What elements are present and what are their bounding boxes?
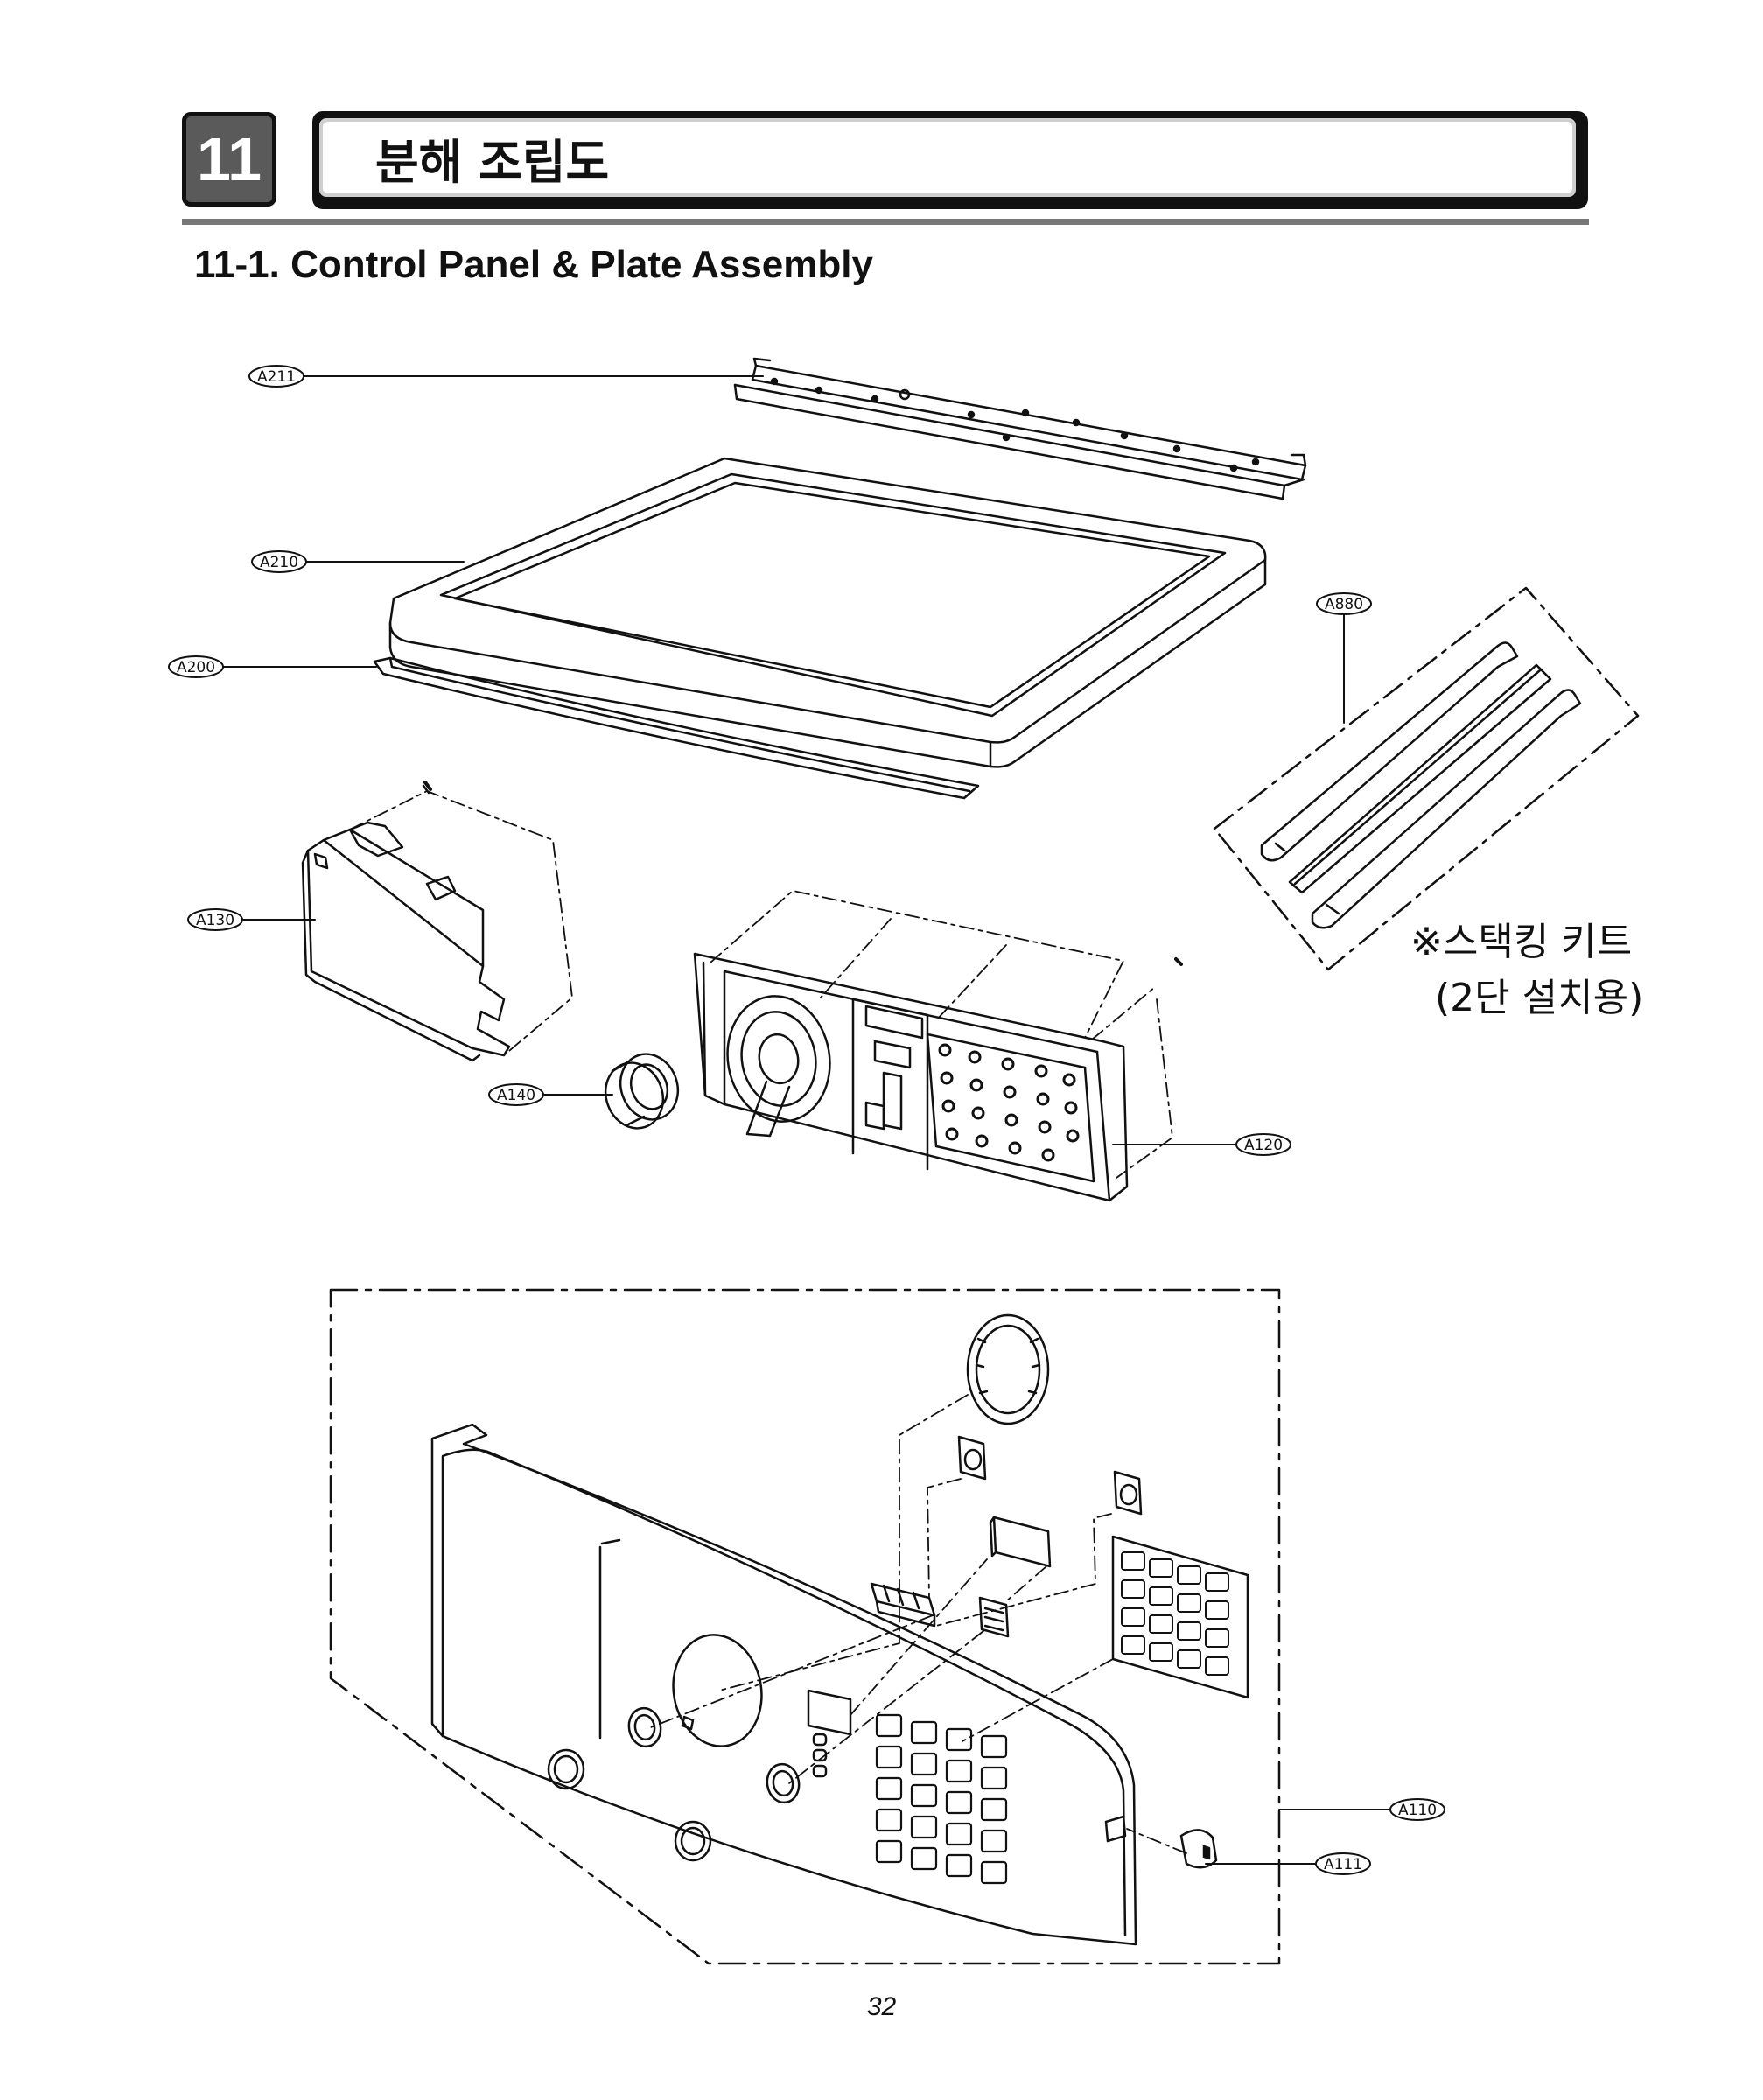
callout-a200: A200	[168, 655, 224, 678]
svg-text:A140: A140	[497, 1087, 535, 1104]
callout-a880: A880	[1316, 592, 1372, 615]
display-window-part	[989, 1516, 1052, 1568]
stacking-kit-part	[1213, 586, 1640, 971]
top-cover-frame-part	[388, 457, 1267, 768]
svg-text:A120: A120	[1244, 1137, 1283, 1154]
svg-text:A210: A210	[260, 554, 298, 571]
svg-text:A130: A130	[196, 912, 234, 929]
section-title: 11-1. Control Panel & Plate Assembly	[194, 243, 873, 286]
chapter-title: 분해 조립도	[375, 134, 610, 190]
end-cap-part	[1179, 1829, 1218, 1869]
svg-text:A880: A880	[1325, 596, 1363, 613]
stacking-kit-note-line1: ※스택킹 키트	[1410, 920, 1633, 964]
chapter-title-box: 분해 조립도	[312, 111, 1588, 209]
callout-a210: A210	[251, 550, 307, 573]
svg-text:A110: A110	[1398, 1802, 1437, 1819]
led-holder-part	[870, 1582, 936, 1628]
front-panel-part	[430, 1423, 1137, 1946]
svg-text:A211: A211	[257, 368, 296, 386]
callout-a130: A130	[187, 908, 243, 931]
front-panel-group-outline	[329, 1288, 1281, 1965]
page-number: 32	[866, 1992, 897, 2021]
assembly-guide-lines	[650, 1394, 1187, 1854]
stacking-kit-note-line2: (2단 설치용)	[1435, 976, 1644, 1020]
knob-part	[604, 1053, 680, 1130]
callout-a111: A111	[1315, 1852, 1371, 1875]
trim-strip-part	[373, 656, 980, 800]
led-guide-part	[978, 1596, 1010, 1638]
control-pcb-assembly-part	[693, 890, 1183, 1202]
chapter-number-badge: 11	[182, 112, 276, 206]
pcb-cover-box-part	[301, 780, 573, 1062]
header-rule	[182, 219, 1589, 225]
knob-ring-part	[547, 1748, 712, 1862]
svg-text:A200: A200	[177, 659, 215, 676]
start-button-part	[1113, 1470, 1143, 1516]
callout-a140: A140	[488, 1083, 544, 1106]
callout-a120: A120	[1235, 1133, 1291, 1156]
rail-bracket-part	[733, 357, 1307, 500]
leader-lines	[220, 375, 1390, 1865]
svg-text:A111: A111	[1324, 1856, 1362, 1873]
chapter-number: 11	[197, 125, 262, 193]
button-keypad-part	[1111, 1535, 1249, 1699]
dial-bezel-part	[966, 1313, 1050, 1425]
callout-a211: A211	[248, 365, 304, 388]
power-button-part	[957, 1435, 987, 1480]
callout-a110: A110	[1389, 1798, 1445, 1821]
